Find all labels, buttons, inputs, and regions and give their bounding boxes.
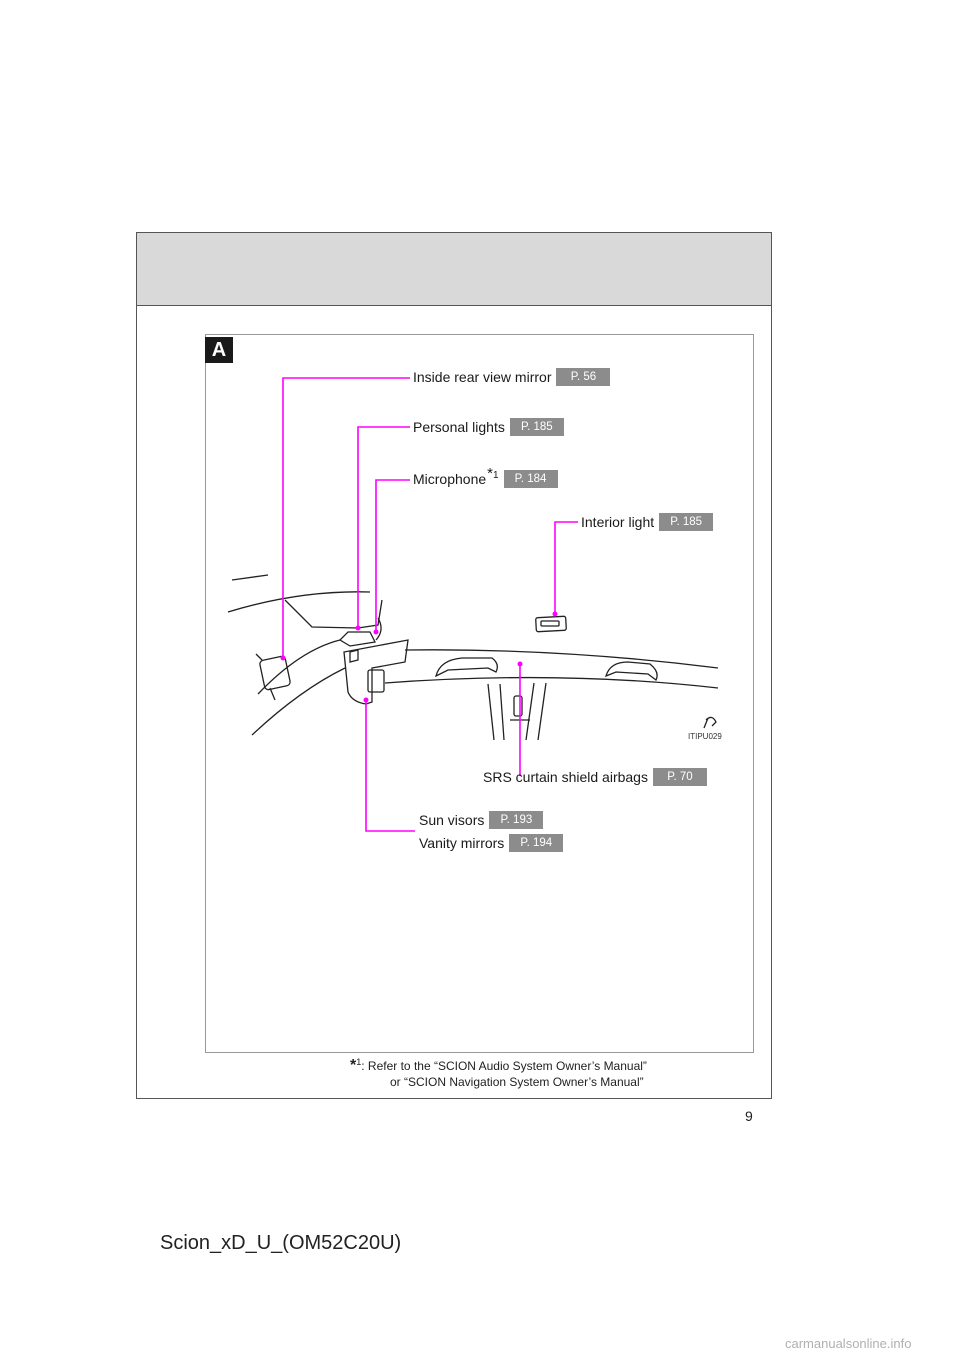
callout-label: Microphone <box>413 471 487 487</box>
leader-mirror <box>282 377 410 658</box>
page-ref-badge[interactable]: P. 194 <box>509 834 564 852</box>
leader-microphone <box>375 479 410 632</box>
console-curve <box>375 617 382 641</box>
callout-vanity-mirrors: Vanity mirrors P. 194 <box>419 834 564 852</box>
console-outline <box>284 599 383 629</box>
footnote: *1: Refer to the “SCION Audio System Own… <box>350 1057 647 1090</box>
seatbelt-anchor <box>513 695 523 717</box>
pillar-lower <box>251 667 346 736</box>
callout-inside-rear-view-mirror: Inside rear view mirror P. 56 <box>413 368 611 386</box>
headliner-top <box>404 649 719 669</box>
callout-label: Sun visors <box>419 812 485 828</box>
windshield-top <box>227 591 371 613</box>
visor-clip <box>349 649 359 663</box>
mirror-stem <box>255 653 263 661</box>
pillar-line <box>257 639 341 695</box>
grab-handle-left <box>435 657 498 678</box>
page-ref-badge[interactable]: P. 185 <box>659 513 714 531</box>
panel-letter: A <box>205 337 233 363</box>
section-header-band <box>137 233 771 306</box>
document-id: Scion_xD_U_(OM52C20U) <box>160 1232 402 1254</box>
callout-label: Inside rear view mirror <box>413 369 552 385</box>
page-ref-badge[interactable]: P. 56 <box>556 368 611 386</box>
page-ref-badge[interactable]: P. 185 <box>509 418 564 436</box>
callout-label: SRS curtain shield airbags <box>483 769 648 785</box>
callout-sun-visors: Sun visors P. 193 <box>419 811 544 829</box>
callout-interior-light: Interior light P. 185 <box>581 513 714 531</box>
footnote-line-2: or “SCION Navigation System Owner’s Manu… <box>390 1075 644 1089</box>
callout-label: Vanity mirrors <box>419 835 505 851</box>
interior-light-housing <box>535 615 567 633</box>
watermark: carmanualsonline.info <box>785 1336 912 1351</box>
page-ref-badge[interactable]: P. 70 <box>652 768 707 786</box>
callout-srs-curtain-shield-airbags: SRS curtain shield airbags P. 70 <box>483 768 707 786</box>
callout-label: Interior light <box>581 514 655 530</box>
footnote-marker: *1 <box>487 464 499 482</box>
callout-personal-lights: Personal lights P. 185 <box>413 418 564 436</box>
headliner-bottom <box>384 676 719 689</box>
leader-personal-lights <box>357 426 410 628</box>
grab-handle-right <box>605 661 658 681</box>
personal-light-housing <box>338 631 376 647</box>
visor-outline <box>343 639 409 705</box>
roof-front-edge <box>231 574 269 581</box>
b-pillar <box>487 683 495 741</box>
page-ref-badge[interactable]: P. 193 <box>489 811 544 829</box>
page-ref-badge[interactable]: P. 184 <box>503 470 558 488</box>
callout-microphone: Microphone *1 P. 184 <box>413 465 558 488</box>
mirror-glass <box>259 655 291 691</box>
vanity-mirror-rect <box>367 669 385 693</box>
leader-sun-visors <box>365 700 415 832</box>
page-frame <box>136 232 772 1099</box>
callout-label: Personal lights <box>413 419 505 435</box>
illustration-panel <box>205 334 754 1053</box>
mirror-arm <box>269 687 276 701</box>
page-number: 9 <box>745 1108 753 1124</box>
figure-code: ITIPU029 <box>688 732 722 741</box>
leader-interior-light <box>554 521 578 614</box>
footnote-line-1: *1: Refer to the “SCION Audio System Own… <box>350 1057 647 1074</box>
